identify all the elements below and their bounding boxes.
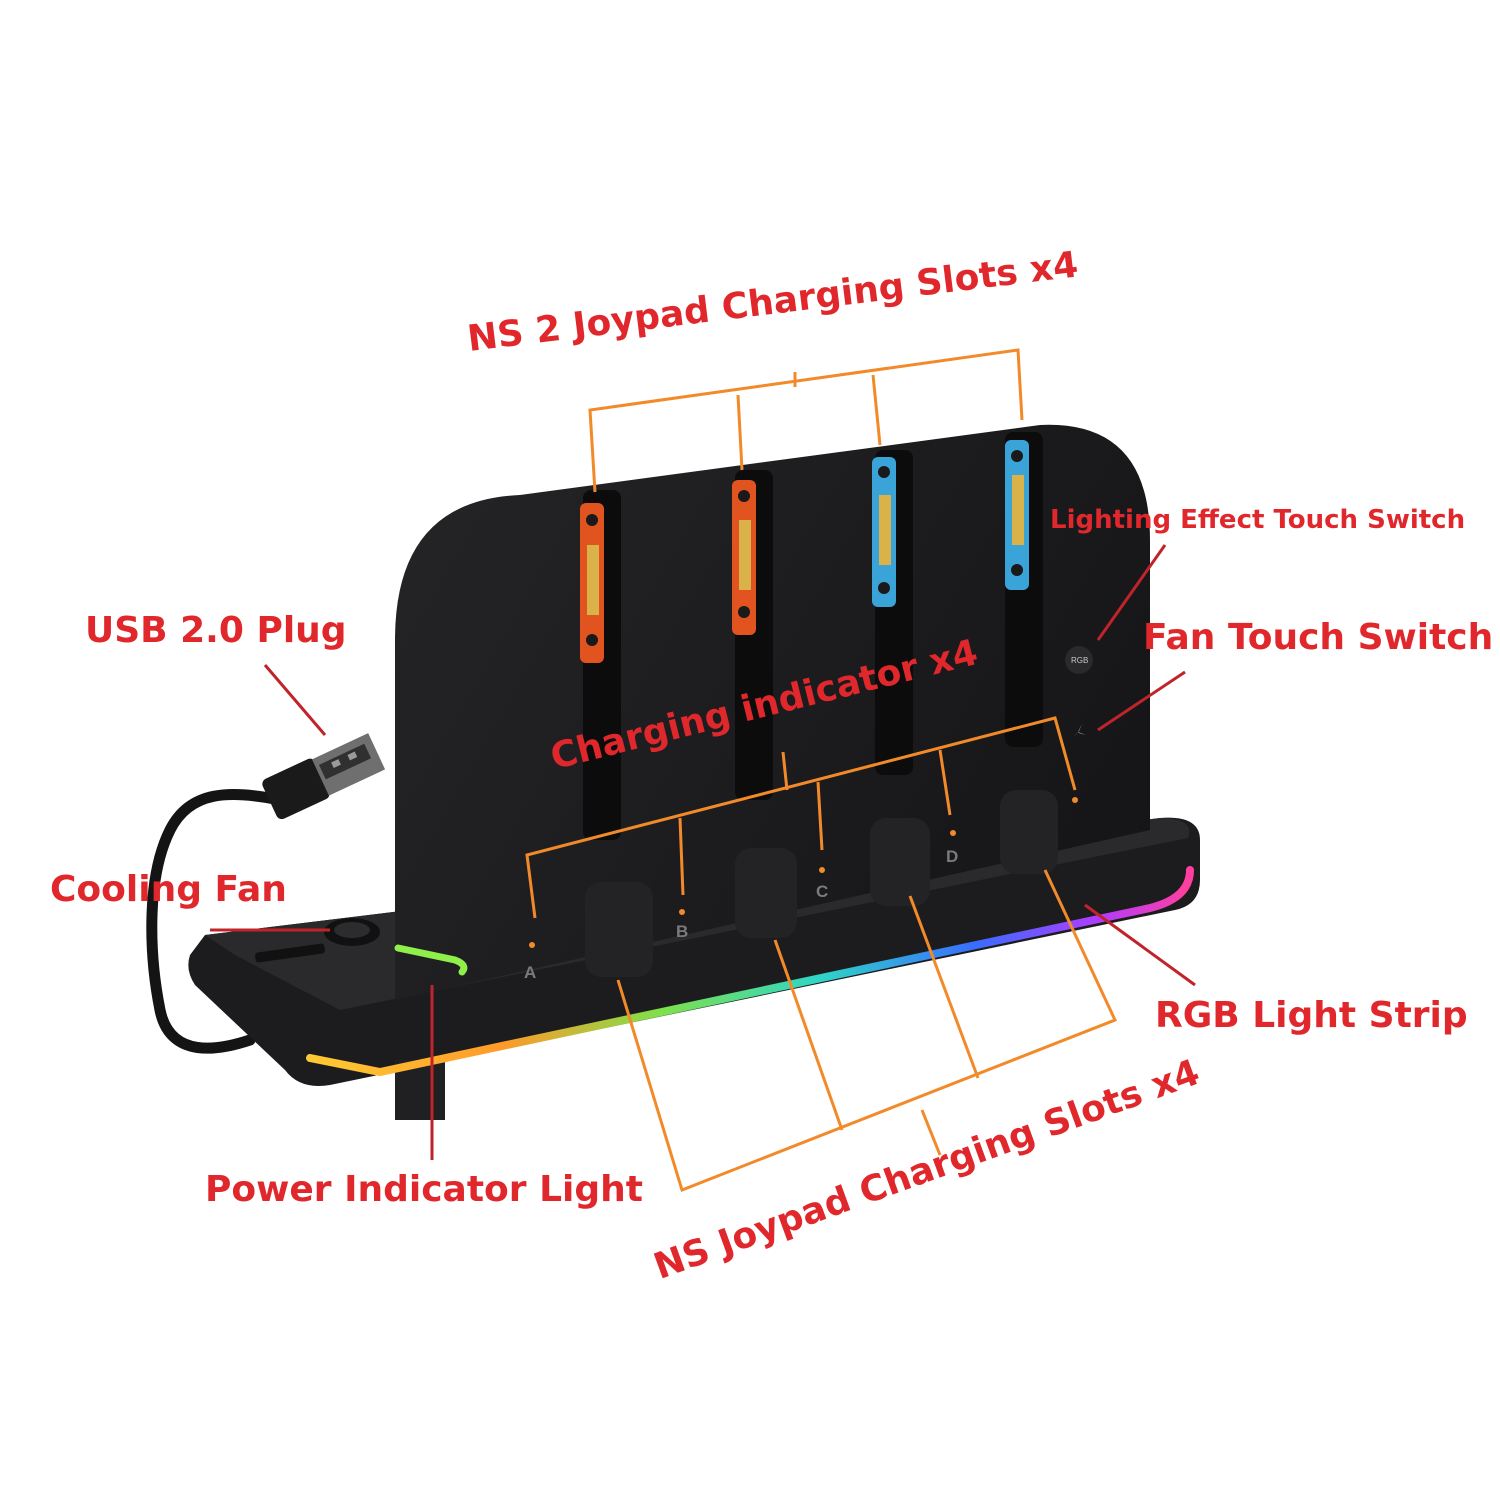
charging-indicator-bracket bbox=[525, 716, 1077, 919]
slot-letter-b: B bbox=[676, 922, 688, 941]
ns2-slot-2 bbox=[732, 470, 773, 800]
ns-slot-4 bbox=[1000, 790, 1058, 874]
charging-indicator-a bbox=[529, 942, 535, 948]
usb-plug-label: USB 2.0 Plug bbox=[85, 610, 347, 651]
ns2-slot-1 bbox=[580, 490, 621, 840]
slot-letter-a: A bbox=[524, 963, 536, 982]
power-indicator-light bbox=[394, 944, 468, 976]
ns-slot-2 bbox=[735, 848, 797, 938]
rgb-light-strip bbox=[306, 866, 1194, 1077]
usb-plug bbox=[262, 733, 386, 820]
rgb-strip-label: RGB Light Strip bbox=[1155, 995, 1468, 1036]
rgb-touch-switch: RGB bbox=[1065, 646, 1093, 674]
charging-indicator-extra bbox=[1072, 797, 1078, 803]
power-indicator-label: Power Indicator Light bbox=[205, 1169, 643, 1210]
rgb-button-label: RGB bbox=[1071, 656, 1088, 665]
charging-indicator-b bbox=[679, 909, 685, 915]
lighting-switch-label: Lighting Effect Touch Switch bbox=[1050, 505, 1466, 535]
charging-indicator-d bbox=[950, 830, 956, 836]
ns-slots-bracket bbox=[616, 869, 1118, 1192]
cooling-fan-label: Cooling Fan bbox=[50, 869, 287, 910]
ns-slot-3 bbox=[870, 818, 930, 906]
slot-letter-d: D bbox=[946, 847, 958, 866]
charging-indicator-c bbox=[819, 867, 825, 873]
ns2-slot-4 bbox=[1005, 432, 1043, 747]
ns2-slots-bracket bbox=[588, 348, 1024, 493]
callout-pointers bbox=[210, 544, 1196, 1160]
usb-cable bbox=[146, 788, 286, 1054]
slot-letter-c: C bbox=[816, 882, 828, 901]
fan-switch-label: Fan Touch Switch bbox=[1143, 617, 1494, 658]
ns-slot-1 bbox=[585, 882, 653, 977]
ns2-slot-3 bbox=[872, 450, 913, 775]
cooling-fan bbox=[324, 918, 380, 946]
